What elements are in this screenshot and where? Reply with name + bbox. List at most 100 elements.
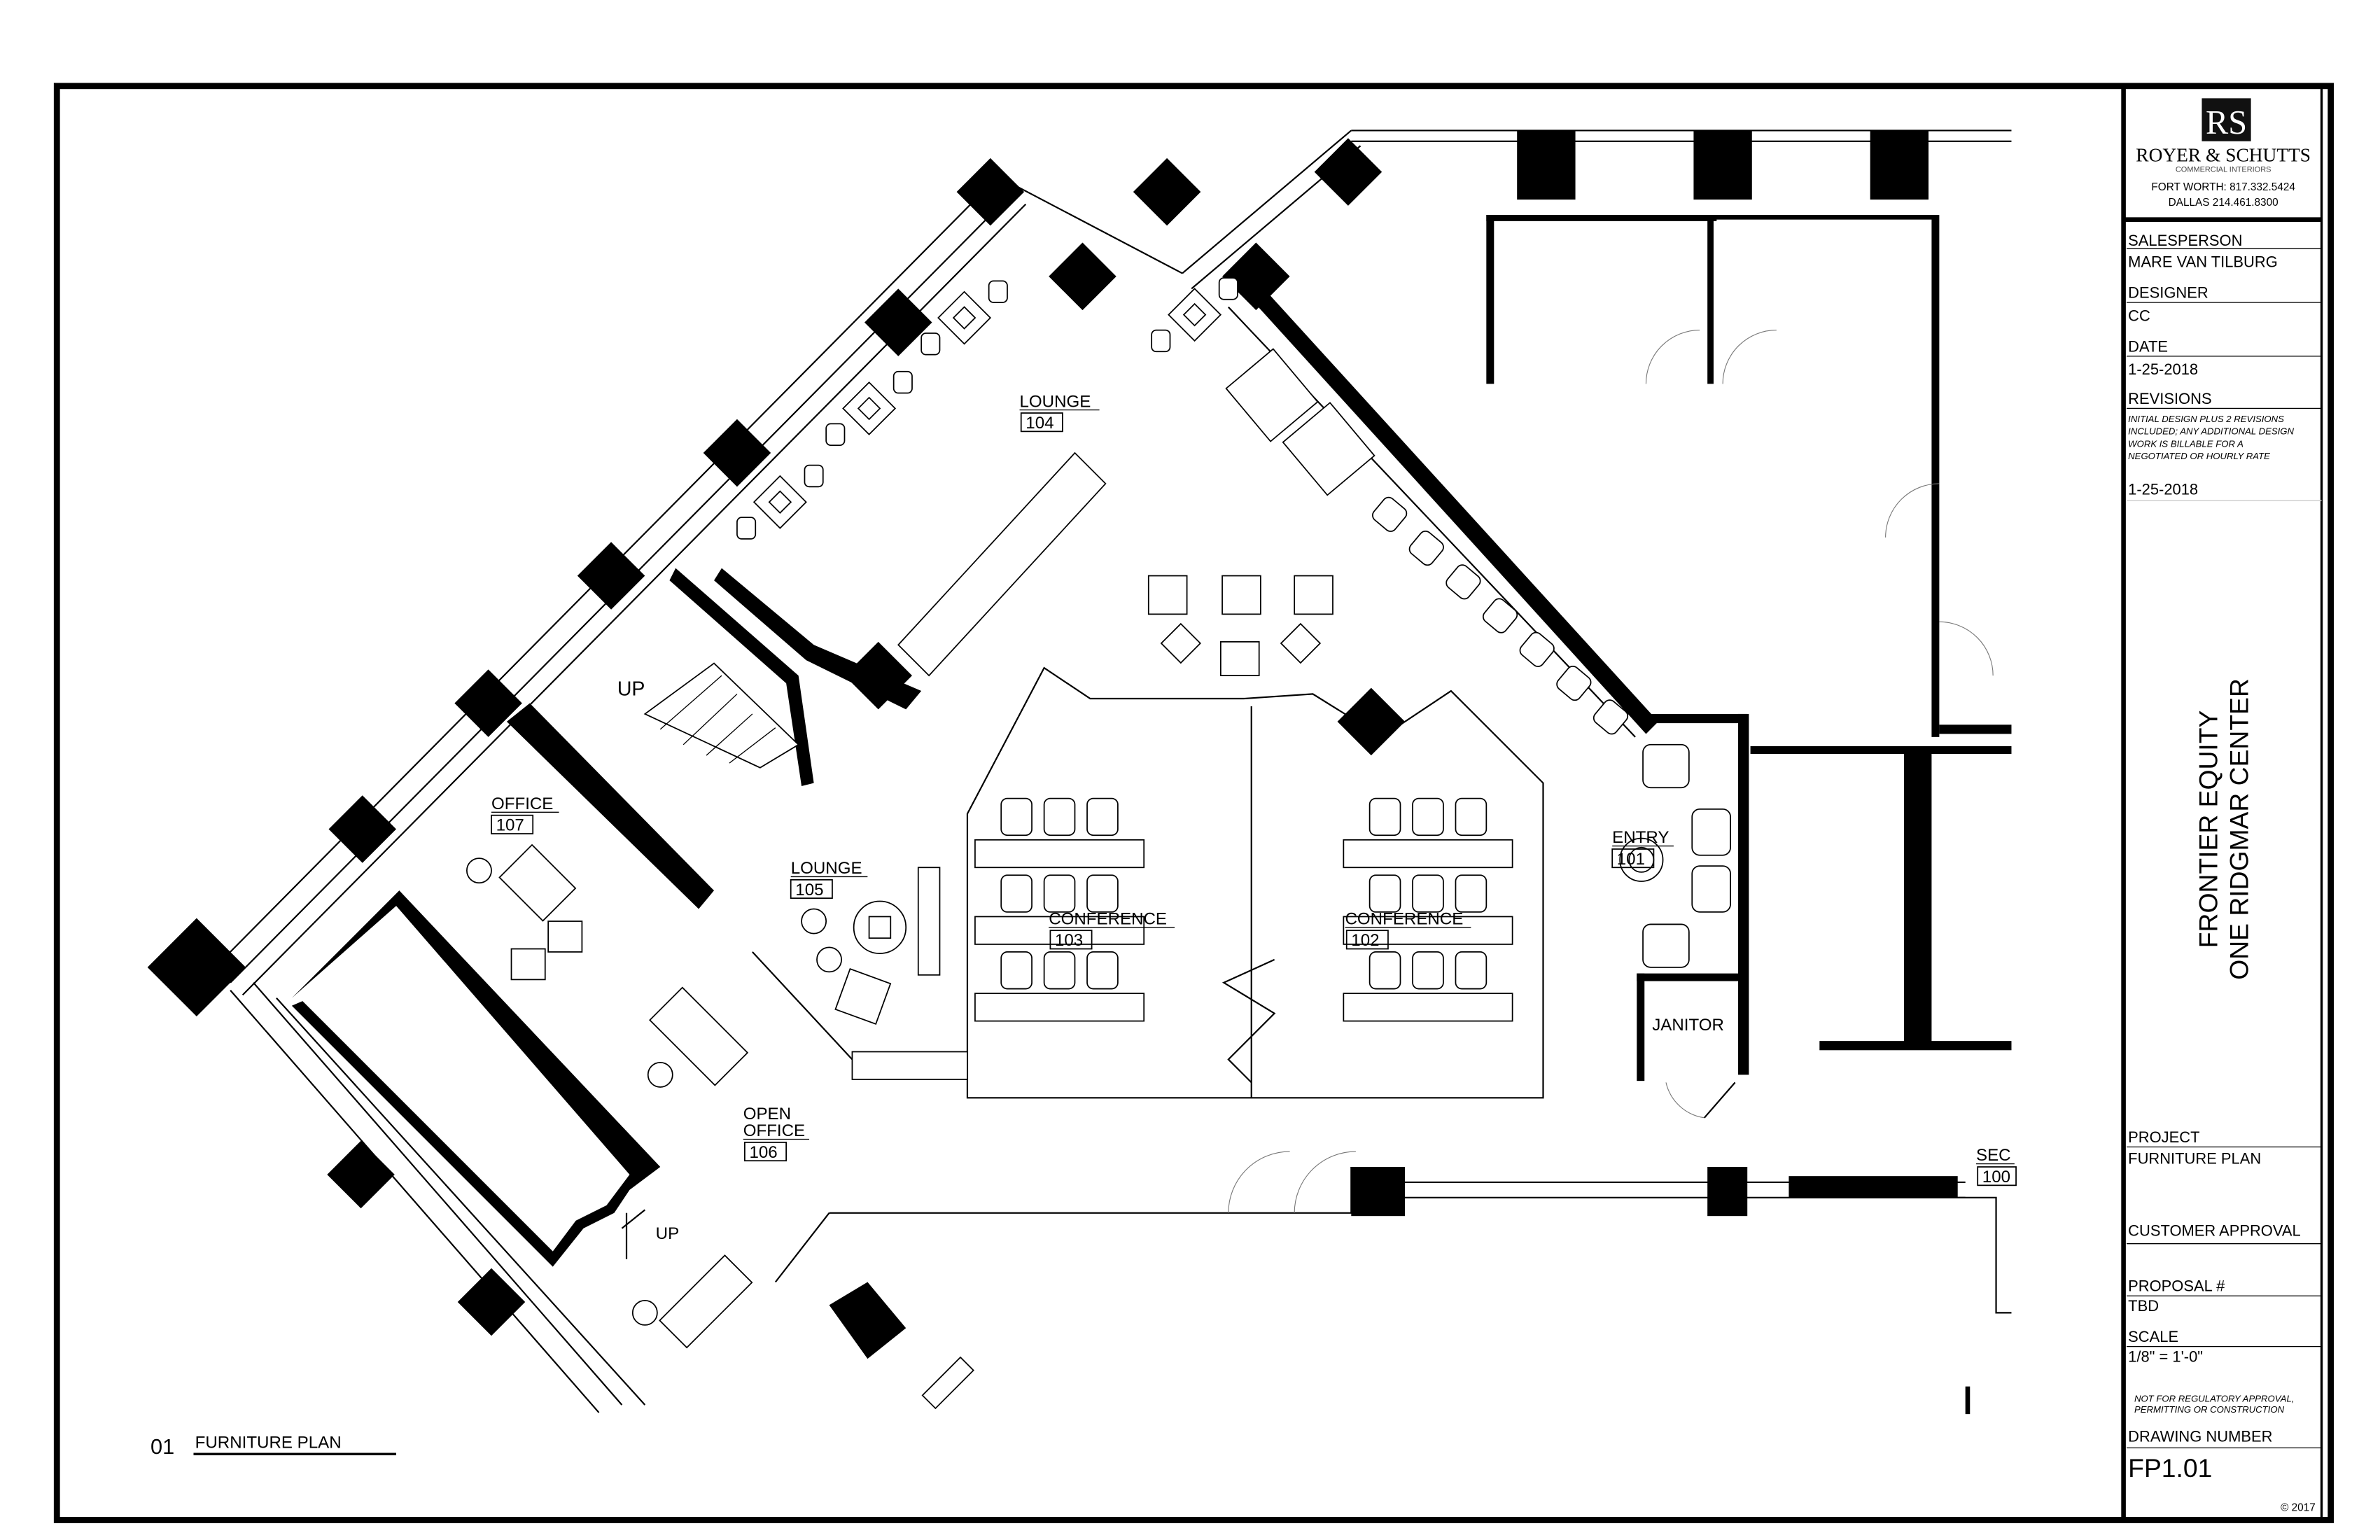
svg-text:OFFICE: OFFICE xyxy=(743,1121,805,1140)
svg-text:RS: RS xyxy=(2206,104,2247,141)
lounge-chair xyxy=(1218,277,1238,300)
conference-chair xyxy=(1086,874,1119,913)
svg-text:103: 103 xyxy=(1055,931,1083,950)
conference-chair xyxy=(1043,874,1076,913)
copyright: © 2017 xyxy=(2281,1502,2316,1513)
conference-chair xyxy=(1000,797,1032,836)
room-label-sec-100: SEC 100 xyxy=(1976,1146,2017,1186)
south-wall xyxy=(774,1151,2012,1415)
conference-table xyxy=(1343,839,1513,869)
bar-stool xyxy=(1446,564,1481,600)
salesperson-label: SALESPERSON xyxy=(2128,232,2242,249)
disclaimer-line: NOT FOR REGULATORY APPROVAL, xyxy=(2134,1394,2295,1404)
svg-text:LOUNGE: LOUNGE xyxy=(1020,392,1091,411)
column xyxy=(454,669,522,737)
svg-text:105: 105 xyxy=(795,881,823,899)
contact-fort-worth: FORT WORTH: 817.332.5424 xyxy=(2151,181,2295,193)
salesperson-value: MARE VAN TILBURG xyxy=(2128,253,2278,271)
stair-105: UP xyxy=(617,662,800,769)
room-label-entry-101: ENTRY 101 xyxy=(1611,828,1674,869)
svg-text:CONFERENCE: CONFERENCE xyxy=(1345,909,1464,928)
svg-text:FURNITURE PLAN: FURNITURE PLAN xyxy=(195,1433,342,1452)
exterior-wall-southwest xyxy=(230,982,646,1413)
conference-table xyxy=(974,839,1145,869)
conference-table xyxy=(1343,993,1513,1022)
bar-stool xyxy=(1408,530,1444,566)
designer-label: DESIGNER xyxy=(2128,284,2208,302)
conference-chair xyxy=(1368,951,1401,990)
conference-chair xyxy=(1412,797,1444,836)
svg-text:SEC: SEC xyxy=(1976,1146,2011,1165)
contact-dallas: DALLAS 214.461.8300 xyxy=(2169,197,2278,209)
lounge-table-inset xyxy=(1182,302,1207,327)
date-value: 1-25-2018 xyxy=(2128,360,2198,378)
scale-label: SCALE xyxy=(2128,1328,2178,1345)
room-label-lounge-104: LOUNGE 104 xyxy=(1020,392,1100,433)
title-block: RS ROYER & SCHUTTS COMMERCIAL INTERIORS … xyxy=(2123,98,2322,1513)
bar-stool xyxy=(1482,598,1518,634)
conference-table xyxy=(974,993,1145,1022)
proposal-label: PROPOSAL # xyxy=(2128,1278,2225,1295)
revision-date: 1-25-2018 xyxy=(2128,480,2198,498)
lounge-chair xyxy=(920,332,941,356)
conference-chair xyxy=(1455,951,1488,990)
designer-value: CC xyxy=(2128,307,2150,324)
revisions-label: REVISIONS xyxy=(2128,390,2211,407)
column xyxy=(457,1268,526,1336)
room-label-open-office-106: OPEN OFFICE 106 xyxy=(743,1105,810,1162)
revisions-note-line: NEGOTIATED OR HOURLY RATE xyxy=(2128,451,2270,461)
lounge-table-inset xyxy=(857,396,881,421)
conference-chair xyxy=(1000,874,1032,913)
bar-stool xyxy=(1592,699,1629,735)
stair-up-label: UP xyxy=(617,678,645,701)
column xyxy=(1133,158,1201,226)
conference-chair xyxy=(1043,797,1076,836)
bar-stool xyxy=(1519,631,1555,667)
column xyxy=(1314,138,1382,206)
room-label-lounge-105: LOUNGE 105 xyxy=(790,859,868,899)
office-107-wall xyxy=(506,703,715,909)
svg-text:OPEN: OPEN xyxy=(743,1105,791,1124)
conference-chair xyxy=(1412,874,1444,913)
column xyxy=(147,918,246,1017)
lounge-counter xyxy=(897,451,1107,677)
column xyxy=(1693,130,1752,200)
bar-stool xyxy=(1556,665,1592,701)
floor-plan: UP UP xyxy=(147,130,2017,1459)
conference-chair xyxy=(1086,797,1119,836)
svg-text:ONE RIDGMAR CENTER: ONE RIDGMAR CENTER xyxy=(2224,678,2253,980)
project-value: FURNITURE PLAN xyxy=(2128,1150,2261,1168)
svg-text:ROYER & SCHUTTS: ROYER & SCHUTTS xyxy=(2136,144,2311,165)
conference-suite-walls xyxy=(966,666,1544,1099)
svg-text:CONFERENCE: CONFERENCE xyxy=(1049,909,1167,928)
revisions-note-line: WORK IS BILLABLE FOR A xyxy=(2128,438,2244,449)
conference-furniture xyxy=(974,797,1513,1022)
conference-chair xyxy=(1086,951,1119,990)
structural-columns xyxy=(147,130,1929,1336)
svg-text:101: 101 xyxy=(1617,850,1645,869)
drawing-title: 01 FURNITURE PLAN xyxy=(150,1433,397,1459)
lounge-chair xyxy=(1151,329,1171,353)
project-name: FRONTIER EQUITY ONE RIDGMAR CENTER xyxy=(2193,678,2253,980)
conference-table xyxy=(1343,916,1513,945)
lounge-east-wall xyxy=(1251,291,1658,734)
svg-text:FRONTIER EQUITY: FRONTIER EQUITY xyxy=(2193,710,2222,948)
svg-text:OFFICE: OFFICE xyxy=(491,794,553,813)
conference-chair xyxy=(1000,951,1032,990)
svg-text:100: 100 xyxy=(1982,1168,2010,1186)
column xyxy=(1222,242,1290,311)
lounge-chair xyxy=(988,280,1008,303)
restrooms xyxy=(1750,724,2012,1051)
company-logo: RS ROYER & SCHUTTS COMMERCIAL INTERIORS xyxy=(2136,98,2311,174)
project-label: PROJECT xyxy=(2128,1128,2199,1146)
column xyxy=(703,419,771,487)
lounge-chair xyxy=(736,517,757,540)
column xyxy=(1870,130,1929,200)
room-label-janitor: JANITOR xyxy=(1652,1016,1724,1035)
column xyxy=(844,641,912,710)
operable-partition xyxy=(1222,958,1276,1084)
lounge-chair xyxy=(892,370,913,394)
disclaimer-line: PERMITTING OR CONSTRUCTION xyxy=(2134,1404,2285,1415)
conference-chair xyxy=(1412,951,1444,990)
